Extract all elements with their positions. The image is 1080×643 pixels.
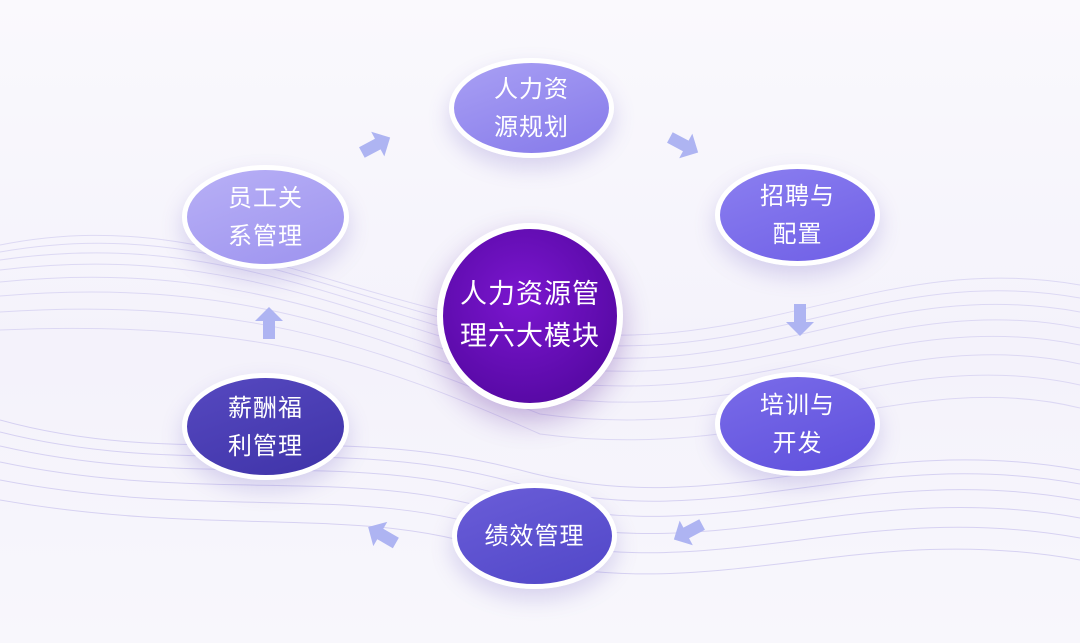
arrow-planning-to-recruit-icon: [664, 125, 704, 165]
node-hr-planning: 人力资 源规划: [449, 58, 614, 158]
node-performance: 绩效管理: [452, 483, 617, 589]
arrow-comp-to-employee-icon: [249, 303, 289, 343]
arrow-recruit-to-training-icon: [780, 300, 820, 340]
arrow-employee-to-planning-icon: [356, 125, 396, 165]
center-node: 人力资源管 理六大模块: [437, 223, 623, 409]
node-label: 绩效管理: [484, 522, 585, 550]
arrow-training-to-perf-icon: [668, 512, 708, 552]
node-recruitment: 招聘与 配置: [715, 164, 880, 266]
center-label: 人力资源管 理六大模块: [460, 279, 600, 352]
node-label: 人力资 源规划: [494, 75, 569, 141]
node-label: 培训与 开发: [760, 391, 835, 457]
arrow-perf-to-comp-icon: [362, 515, 402, 555]
node-compensation: 薪酬福 利管理: [182, 373, 349, 480]
node-label: 员工关 系管理: [228, 184, 303, 250]
node-employee-relations: 员工关 系管理: [182, 165, 349, 269]
node-training: 培训与 开发: [715, 372, 880, 476]
node-label: 薪酬福 利管理: [228, 393, 303, 460]
node-label: 招聘与 配置: [760, 182, 835, 248]
